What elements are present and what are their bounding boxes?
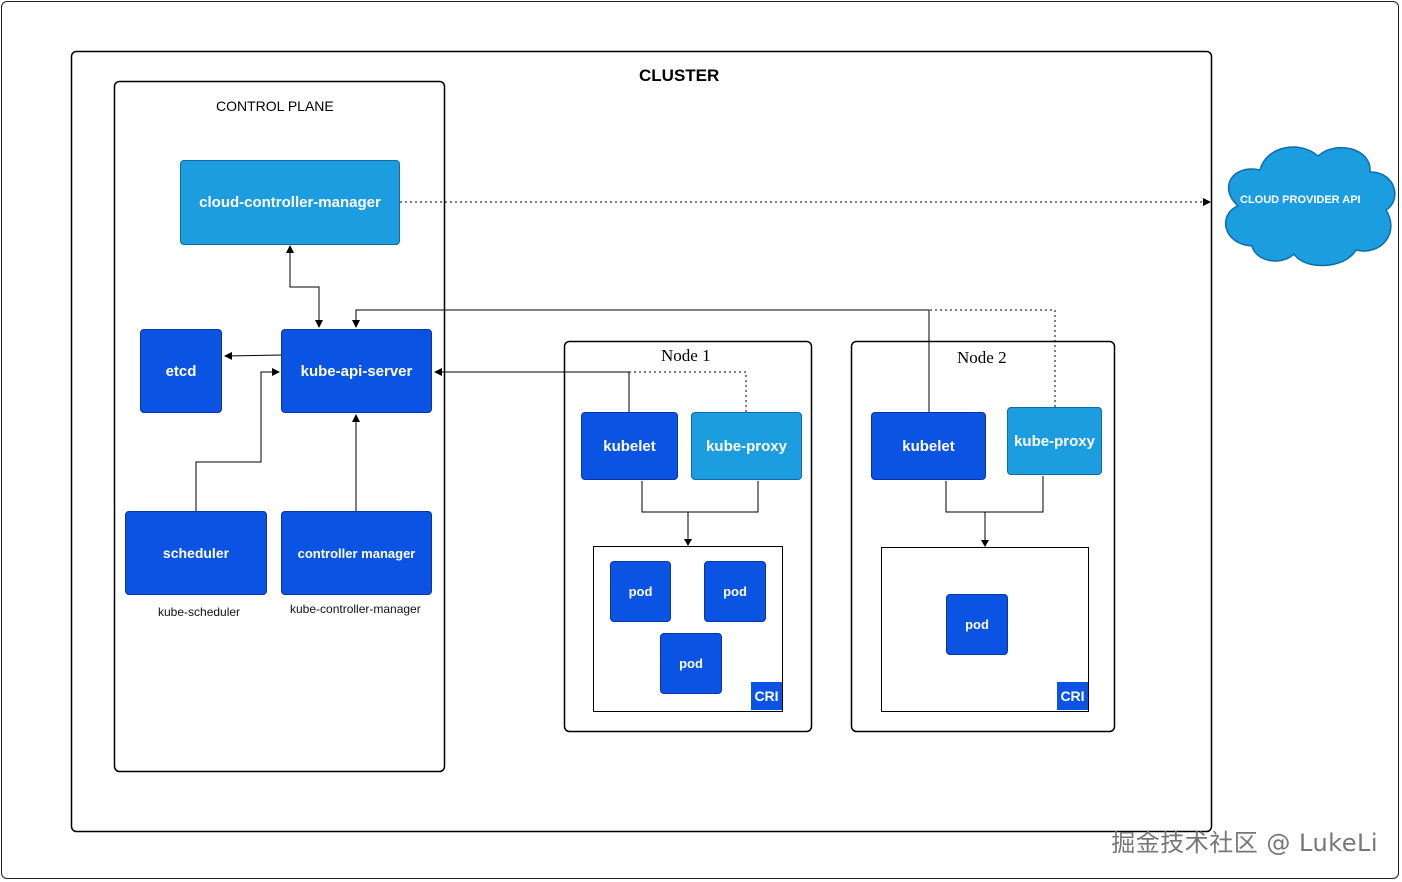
watermark-text: 掘金技术社区 @ LukeLi [1111,829,1378,857]
node1-cri-badge: CRI [751,682,782,710]
cloud-controller-manager-box[interactable]: cloud-controller-manager [180,160,400,245]
node1-pod-1[interactable]: pod [610,561,671,622]
node1-runtime-box [593,546,783,712]
scheduler-box[interactable]: scheduler [125,511,267,595]
api-to-etcd-connector [224,351,282,360]
cluster-title: CLUSTER [639,66,720,85]
node1-title: Node 1 [661,346,711,365]
cloud-shape [1224,146,1396,267]
node2-pod-1[interactable]: pod [946,594,1008,655]
scheduler-caption: kube-scheduler [158,605,241,619]
node2-cri-badge: CRI [1057,682,1088,710]
node2-box [850,340,1116,733]
control-plane-box [113,80,446,773]
node2-kubelet-to-api-connector [352,309,930,412]
ccm-api-connector [286,245,323,328]
control-plane-title: CONTROL PLANE [216,98,334,114]
kube-api-server-box[interactable]: kube-api-server [281,329,432,413]
etcd-box[interactable]: etcd [140,329,222,413]
node2-proxy-to-api-connector [929,309,1056,407]
scheduler-to-api-connector [195,368,280,511]
node2-kubelet-box[interactable]: kubelet [871,412,986,480]
node2-kube-proxy-box[interactable]: kube-proxy [1007,407,1102,475]
node2-title: Node 2 [957,348,1007,367]
node1-to-pods-connector [641,481,759,545]
node1-proxy-to-api-connector [629,371,747,412]
controller-manager-caption: kube-controller-manager [290,602,421,616]
cluster-box [70,50,1213,833]
node1-box [563,340,813,733]
controller-manager-box[interactable]: controller manager [281,511,432,595]
node1-pod-2[interactable]: pod [704,561,766,622]
node1-pod-3[interactable]: pod [660,633,722,694]
node1-kubelet-to-api-connector [434,368,630,412]
cloud-provider-label: CLOUD PROVIDER API [1240,194,1361,206]
node1-kube-proxy-box[interactable]: kube-proxy [691,412,802,480]
node2-to-pods-connector [945,476,1044,546]
node2-runtime-box [881,547,1089,712]
node1-kubelet-box[interactable]: kubelet [581,412,678,480]
